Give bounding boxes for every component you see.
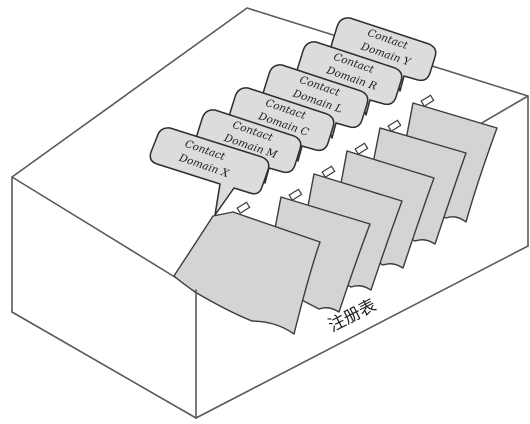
card-tab (236, 201, 251, 215)
card-page (173, 211, 321, 335)
card-tab (354, 142, 369, 156)
box-front-edges (11, 176, 529, 419)
box-bottom-right-edge (195, 245, 529, 419)
domain-bubble[interactable] (296, 41, 403, 116)
domain-cards: Contact Domain Y Contact Domain R Contac… (149, 17, 498, 335)
box-back-edges (11, 7, 529, 291)
domain-bubble[interactable] (228, 87, 335, 162)
domain-card-x: Contact Domain X (149, 127, 321, 335)
domain-card-m: Contact Domain M (195, 109, 371, 313)
card-tab (321, 165, 336, 179)
card-tab (420, 94, 435, 108)
box-bottom-left-edge (11, 311, 197, 419)
domain-bubble[interactable] (262, 64, 369, 139)
domain-bubble[interactable] (149, 127, 270, 216)
domain-bubble[interactable] (330, 17, 437, 92)
card-tab (387, 119, 402, 133)
card-tab (288, 188, 303, 202)
domain-bubble[interactable] (195, 109, 302, 184)
